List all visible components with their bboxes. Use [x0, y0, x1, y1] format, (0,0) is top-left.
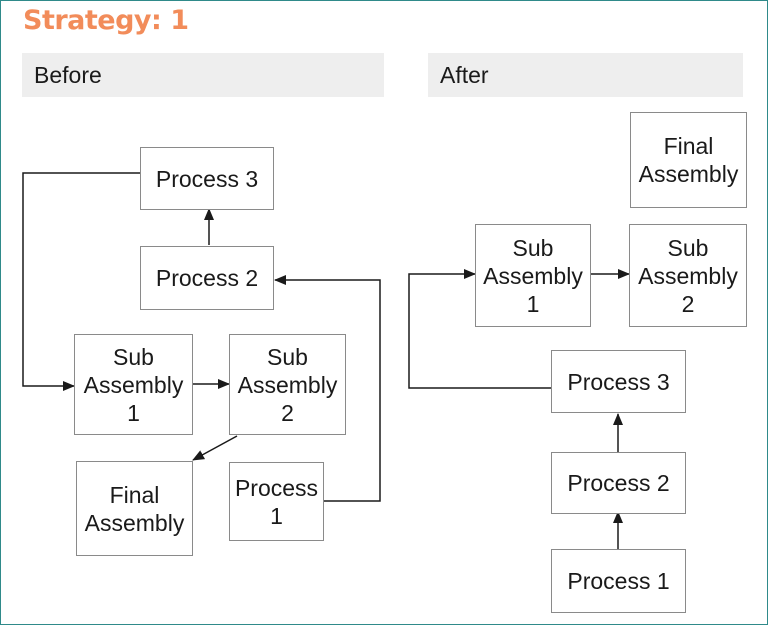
after-sub-assembly-2-node: Sub Assembly 2	[629, 224, 747, 327]
after-final-assembly-node: Final Assembly	[630, 112, 747, 208]
panel-header-after: After	[428, 53, 743, 97]
edge-before-process-1-to-process-2	[274, 275, 381, 502]
after-sub-assembly-1-node: Sub Assembly 1	[475, 224, 591, 327]
before-process-3-node: Process 3	[140, 147, 274, 210]
after-process-3-node: Process 3	[551, 350, 686, 413]
after-process-2-node: Process 2	[551, 452, 686, 514]
before-final-assembly-node: Final Assembly	[76, 461, 193, 556]
edge-before-process-3-to-sub-assembly-1	[22, 172, 141, 391]
edge-after-process-3-to-sub-assembly-1	[408, 269, 551, 389]
before-process-2-node: Process 2	[140, 246, 274, 310]
before-sub-assembly-1-node: Sub Assembly 1	[74, 334, 193, 435]
page-title: Strategy: 1	[23, 5, 189, 36]
edge-before-sub-assembly-2-to-final-assembly	[192, 435, 238, 461]
before-process-1-node: Process 1	[229, 462, 324, 541]
panel-header-before: Before	[22, 53, 384, 97]
before-sub-assembly-2-node: Sub Assembly 2	[229, 334, 346, 435]
after-process-1-node: Process 1	[551, 549, 686, 613]
